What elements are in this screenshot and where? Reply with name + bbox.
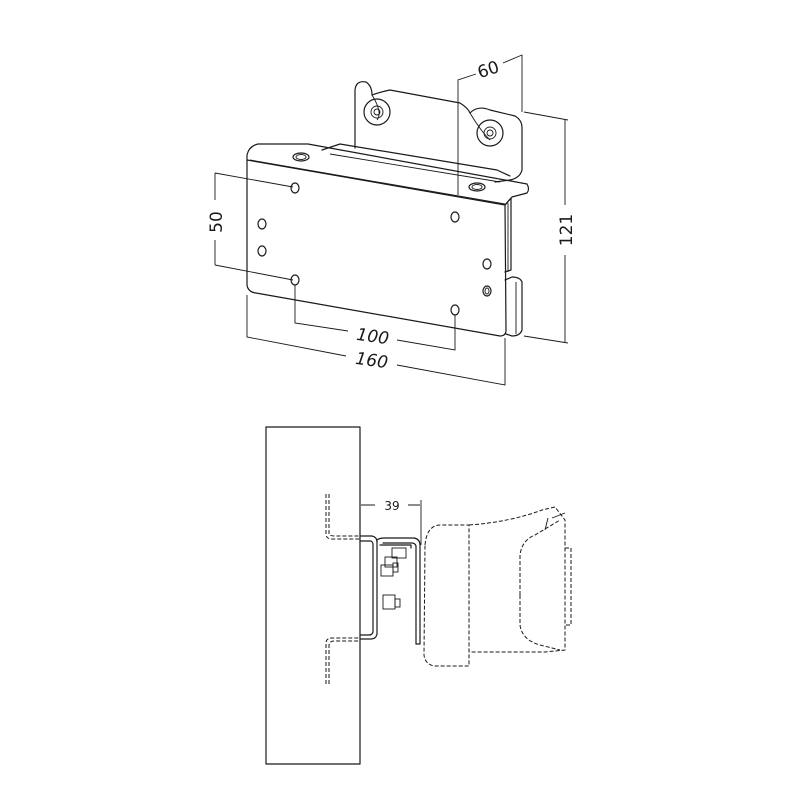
dimension-label-39: 39 bbox=[384, 499, 399, 513]
dimension-label-121: 121 bbox=[557, 214, 577, 246]
top-flange bbox=[246, 143, 530, 206]
wall-post bbox=[265, 426, 361, 765]
mounting-holes bbox=[257, 182, 492, 316]
dimension-60: 60 bbox=[457, 54, 523, 195]
wall-bracket bbox=[359, 535, 378, 640]
front-plate bbox=[246, 159, 507, 337]
dimension-label-160: 160 bbox=[354, 349, 389, 373]
dimension-100: 100 bbox=[294, 285, 456, 351]
side-mounting-view: 39 bbox=[265, 426, 572, 765]
bolts bbox=[380, 547, 407, 610]
back-bracket bbox=[354, 81, 523, 183]
horn-device bbox=[423, 506, 572, 667]
dimension-label-100: 100 bbox=[355, 325, 390, 349]
dimension-label-60: 60 bbox=[475, 57, 502, 83]
dimension-label-50: 50 bbox=[207, 211, 227, 233]
screw-left bbox=[363, 98, 391, 126]
screw-right bbox=[476, 119, 504, 147]
dimension-121: 121 bbox=[523, 111, 577, 344]
dimension-50: 50 bbox=[207, 172, 294, 281]
bracket-isometric-view: 50 100 160 121 60 bbox=[207, 54, 577, 386]
dimension-160: 160 bbox=[246, 295, 506, 386]
dimension-39: 39 bbox=[361, 499, 422, 545]
